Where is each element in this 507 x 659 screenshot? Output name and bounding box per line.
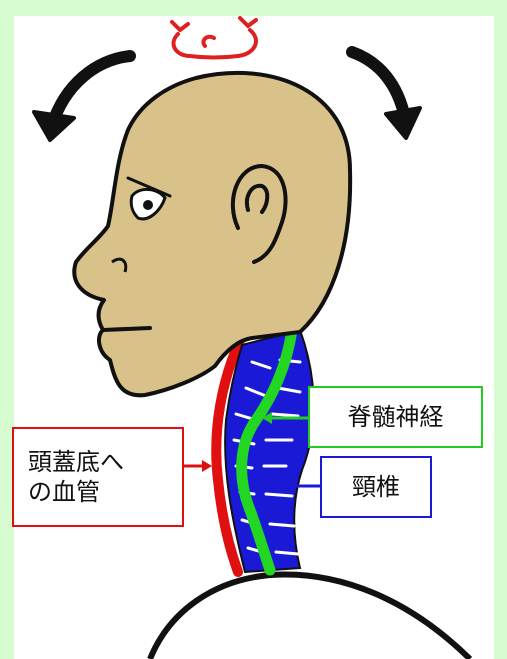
- vessel-pointer: [184, 460, 212, 472]
- rotation-arrow-icon: [172, 18, 256, 58]
- head: [74, 73, 350, 395]
- vessel-text-line1: 頭蓋底へ: [28, 447, 124, 477]
- tilt-left-arrow-icon: [34, 56, 130, 140]
- shoulder-outline: [150, 574, 470, 659]
- spinal-nerve-text: 脊髄神経: [348, 402, 444, 432]
- cervical-vertebrae-label: 頸椎: [320, 456, 432, 518]
- mouth-line: [103, 328, 150, 330]
- spinal-nerve-label: 脊髄神経: [308, 386, 483, 448]
- tilt-right-arrow-icon: [352, 52, 420, 138]
- vessel-label: 頭蓋底へ の血管: [12, 427, 184, 527]
- vessel-text-line2: の血管: [28, 477, 100, 507]
- cervical-vertebrae-text: 頸椎: [352, 472, 400, 502]
